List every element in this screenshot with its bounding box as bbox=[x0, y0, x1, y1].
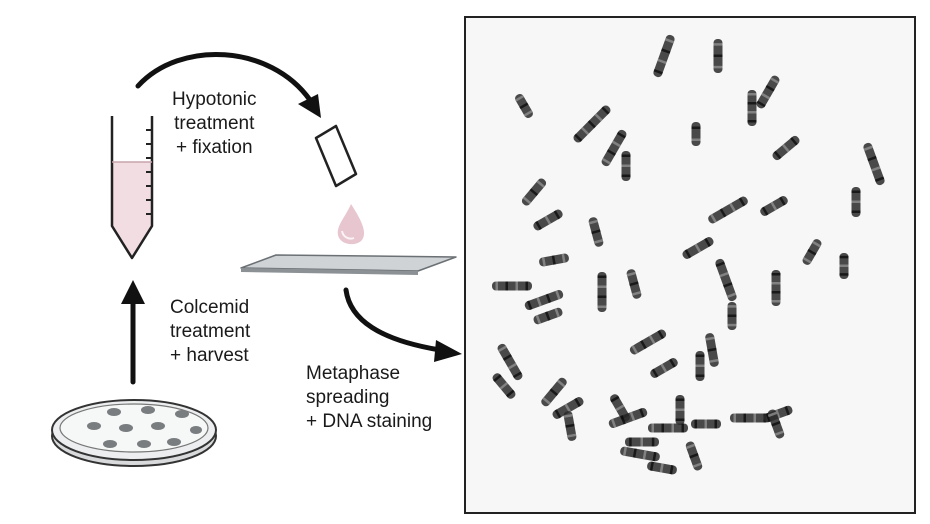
chromosome bbox=[863, 142, 885, 186]
chromosome bbox=[647, 461, 677, 475]
chromosome bbox=[839, 253, 849, 279]
chromosome bbox=[492, 373, 516, 399]
chromosome bbox=[533, 209, 563, 231]
chromosome bbox=[771, 270, 781, 306]
chromosome bbox=[727, 302, 737, 330]
chromosome bbox=[650, 358, 678, 378]
chromosome bbox=[695, 351, 705, 381]
chromosome bbox=[573, 105, 611, 143]
chromosome-group bbox=[492, 34, 885, 475]
chromosome bbox=[492, 281, 532, 291]
chromosome bbox=[621, 151, 631, 181]
chromosome bbox=[515, 93, 533, 119]
chromosome bbox=[552, 397, 584, 419]
colcemid-label-line: + harvest bbox=[170, 345, 249, 366]
droplet-icon bbox=[337, 204, 365, 245]
chromosome bbox=[713, 39, 723, 73]
metaphase-label-line: + DNA staining bbox=[306, 411, 433, 432]
metaphase-micrograph bbox=[464, 16, 916, 514]
chromosome bbox=[521, 178, 547, 206]
chromosome bbox=[539, 253, 569, 267]
chromosome bbox=[626, 269, 642, 299]
chromosome bbox=[524, 290, 564, 310]
chromosome bbox=[851, 187, 861, 217]
chromosome bbox=[533, 307, 563, 325]
coverslip-icon bbox=[314, 124, 358, 188]
chromosome bbox=[625, 437, 659, 447]
hypotonic-arrow bbox=[135, 51, 321, 118]
metaphase-arrow bbox=[343, 287, 462, 362]
chromosome bbox=[747, 90, 757, 126]
chromosome bbox=[772, 135, 800, 161]
chromosome bbox=[608, 408, 648, 428]
chromosome bbox=[675, 395, 685, 425]
chromosome bbox=[588, 217, 604, 247]
colcemid-arrow bbox=[121, 280, 145, 385]
chromosome bbox=[802, 239, 822, 265]
chromosome bbox=[541, 377, 567, 407]
colcemid-label-line: treatment bbox=[170, 321, 251, 342]
chromosome bbox=[691, 419, 721, 429]
hypotonic-label-line: Hypotonic bbox=[172, 89, 257, 110]
chromosome bbox=[563, 411, 577, 441]
chromosome bbox=[629, 329, 667, 355]
chromosome bbox=[756, 75, 780, 109]
glass-slide-icon bbox=[240, 254, 457, 275]
colcemid-label: Colcemid treatment + harvest bbox=[170, 296, 250, 368]
metaphase-label: Metaphase spreading + DNA staining bbox=[306, 362, 432, 434]
chromosome bbox=[691, 122, 701, 146]
chromosome bbox=[715, 258, 737, 302]
metaphase-label-line: spreading bbox=[306, 387, 390, 408]
chromosome bbox=[705, 333, 719, 367]
chromosome bbox=[682, 237, 714, 259]
petri-dish-icon bbox=[51, 399, 217, 467]
hypotonic-label-line: treatment bbox=[174, 113, 255, 134]
chromosome bbox=[597, 272, 607, 312]
chromosome bbox=[760, 196, 788, 216]
chromosome bbox=[648, 423, 688, 433]
chromosome bbox=[497, 343, 523, 381]
colcemid-label-line: Colcemid bbox=[170, 297, 250, 318]
chromosome bbox=[685, 441, 703, 471]
chromosome bbox=[708, 196, 748, 224]
hypotonic-label-line: + fixation bbox=[175, 137, 253, 158]
chromosome bbox=[653, 34, 675, 78]
chromosome bbox=[620, 446, 660, 462]
hypotonic-label: Hypotonic treatment + fixation bbox=[172, 88, 257, 160]
centrifuge-tube-icon bbox=[110, 116, 154, 260]
metaphase-label-line: Metaphase bbox=[306, 363, 401, 384]
chromosome bbox=[601, 129, 627, 167]
chromosome bbox=[767, 409, 785, 439]
